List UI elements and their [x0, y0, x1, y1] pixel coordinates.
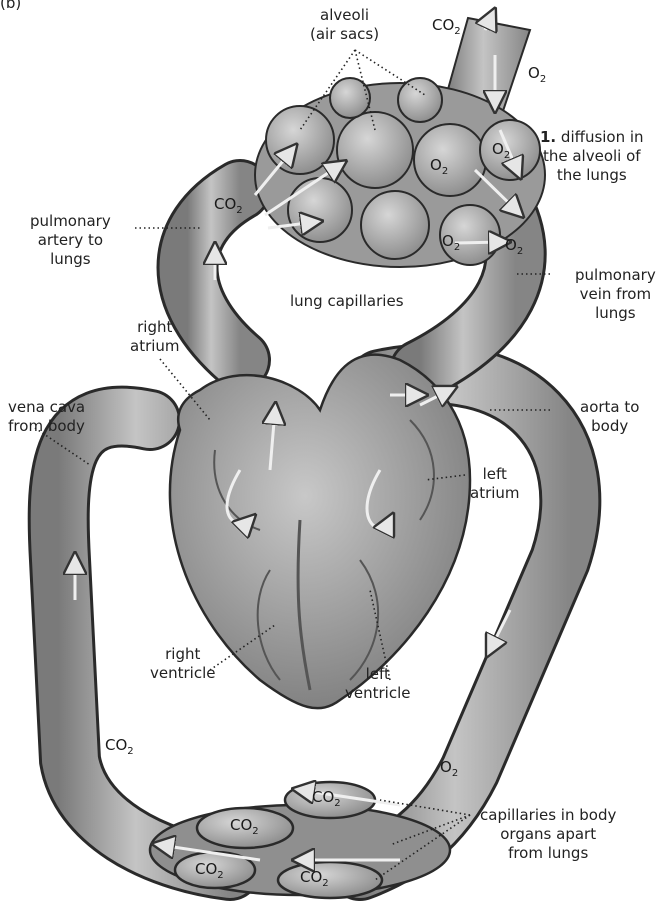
- label-left-ventricle: left ventricle: [345, 665, 410, 703]
- label-vena-cava: vena cava from body: [8, 398, 85, 436]
- label-pulmonary-vein-line2: vein from: [575, 285, 656, 304]
- gas-o2-lung-2: O2: [492, 140, 510, 161]
- gas-o2-top: O2: [528, 64, 546, 85]
- label-aorta: aorta to body: [580, 398, 639, 436]
- label-pulmonary-vein: pulmonary vein from lungs: [575, 266, 656, 323]
- label-pulmonary-artery: pulmonary artery to lungs: [30, 212, 111, 269]
- label-right-ventricle-line1: right: [150, 645, 215, 664]
- label-left-atrium-line1: left: [470, 465, 520, 484]
- label-capillaries-body: capillaries in body organs apart from lu…: [480, 806, 616, 863]
- label-capillaries-body-line2: organs apart: [480, 825, 616, 844]
- label-diffusion-text1: diffusion in: [561, 128, 644, 146]
- label-pulmonary-artery-line2: artery to: [30, 231, 111, 250]
- label-alveoli-line2: (air sacs): [310, 25, 379, 44]
- label-diffusion: 1. diffusion in the alveoli of the lungs: [540, 128, 644, 185]
- label-vena-cava-line1: vena cava: [8, 398, 85, 417]
- gas-o2-right: O2: [440, 758, 458, 779]
- label-left-atrium: left atrium: [470, 465, 520, 503]
- label-pulmonary-vein-line3: lungs: [575, 304, 656, 323]
- gas-o2-lung-4: O2: [505, 236, 523, 257]
- label-capillaries-body-line3: from lungs: [480, 844, 616, 863]
- gas-co2-lung: CO2: [214, 195, 243, 216]
- label-diffusion-line1: 1. diffusion in: [540, 128, 644, 147]
- label-left-ventricle-line1: left: [345, 665, 410, 684]
- label-pulmonary-vein-line1: pulmonary: [575, 266, 656, 285]
- label-pulmonary-artery-line1: pulmonary: [30, 212, 111, 231]
- label-alveoli-line1: alveoli: [310, 6, 379, 25]
- label-right-atrium: right atrium: [130, 318, 180, 356]
- gas-co2-top: CO2: [432, 16, 461, 37]
- gas-co2-body-4: CO2: [300, 868, 329, 889]
- label-aorta-line2: body: [580, 417, 639, 436]
- label-diffusion-line3: the lungs: [540, 166, 644, 185]
- label-pulmonary-artery-line3: lungs: [30, 250, 111, 269]
- label-vena-cava-line2: from body: [8, 417, 85, 436]
- label-aorta-line1: aorta to: [580, 398, 639, 417]
- label-lung-capillaries: lung capillaries: [290, 292, 404, 311]
- label-left-ventricle-line2: ventricle: [345, 684, 410, 703]
- label-diffusion-line2: the alveoli of: [540, 147, 644, 166]
- label-alveoli: alveoli (air sacs): [310, 6, 379, 44]
- gas-co2-body-1: CO2: [230, 816, 259, 837]
- label-right-atrium-line1: right: [130, 318, 180, 337]
- gas-co2-body-3: CO2: [195, 860, 224, 881]
- gas-o2-lung-3: O2: [442, 232, 460, 253]
- label-right-ventricle: right ventricle: [150, 645, 215, 683]
- label-capillaries-body-line1: capillaries in body: [480, 806, 616, 825]
- gas-o2-lung-1: O2: [430, 156, 448, 177]
- label-right-ventricle-line2: ventricle: [150, 664, 215, 683]
- label-left-atrium-line2: atrium: [470, 484, 520, 503]
- gas-co2-body-2: CO2: [312, 788, 341, 809]
- label-diffusion-number: 1.: [540, 128, 556, 146]
- gas-co2-left: CO2: [105, 736, 134, 757]
- label-right-atrium-line2: atrium: [130, 337, 180, 356]
